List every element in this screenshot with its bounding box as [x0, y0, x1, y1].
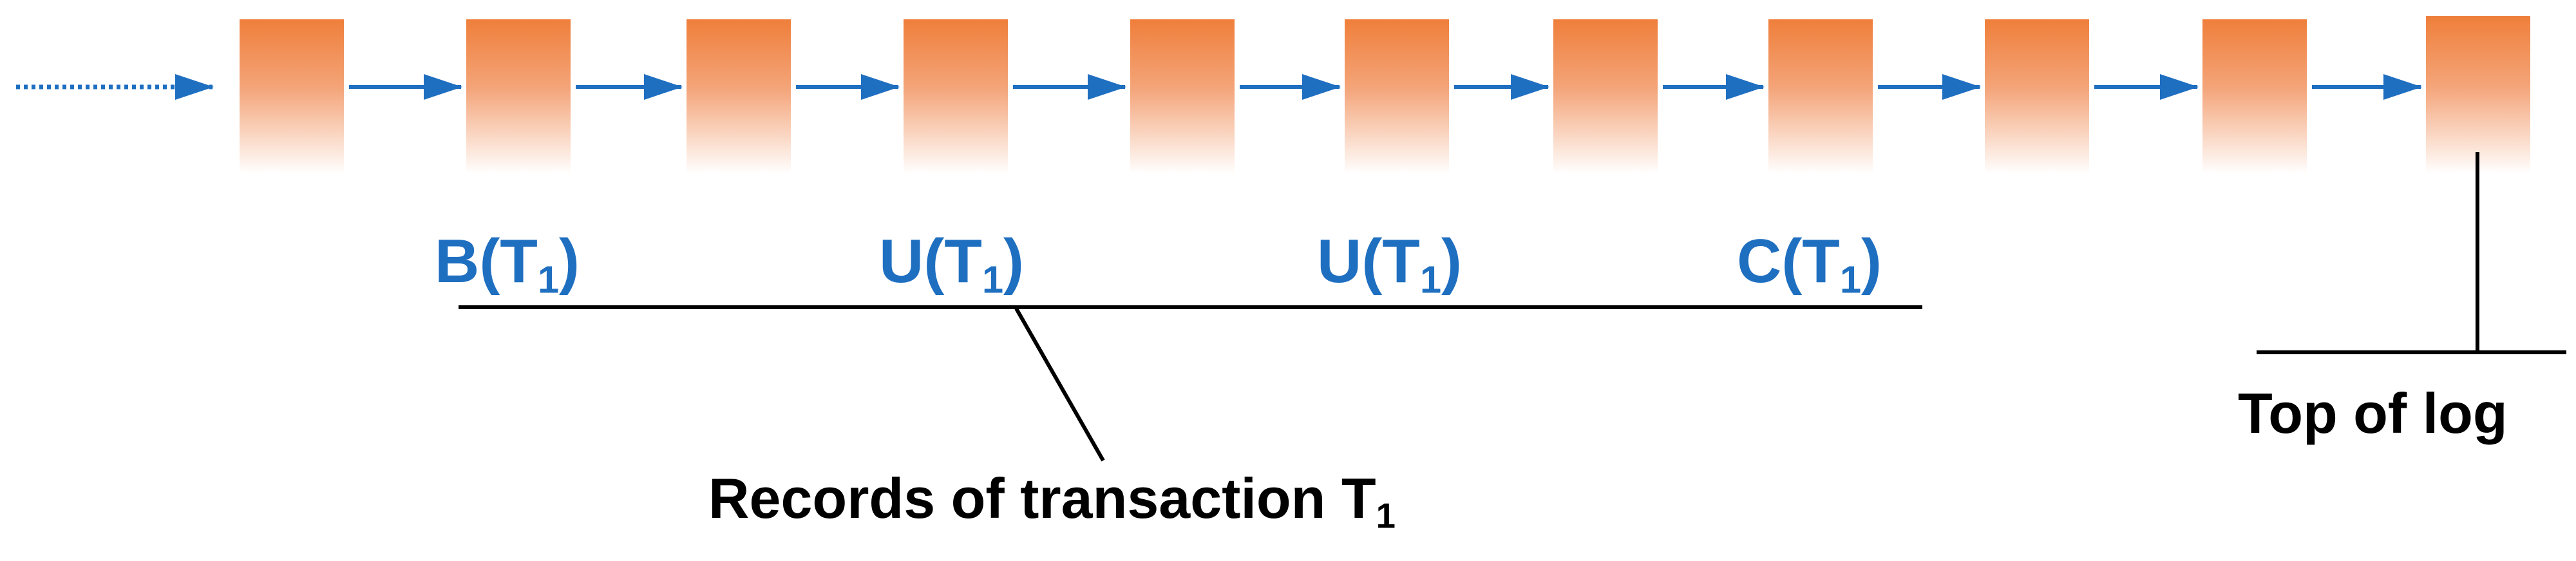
log-block: [687, 19, 791, 174]
record-update-t1: U(T1): [879, 227, 1025, 301]
records-of-transaction-label: Records of transaction T1: [708, 466, 1396, 536]
log-block-top: [2426, 16, 2530, 174]
log-block: [1345, 19, 1449, 174]
record-update-t1: U(T1): [1317, 227, 1463, 301]
log-block: [1130, 19, 1235, 174]
log-block: [1553, 19, 1658, 174]
log-blocks: [240, 16, 2530, 174]
records-callout-line: [1014, 307, 1105, 462]
log-block: [2202, 19, 2307, 174]
log-block: [1985, 19, 2089, 174]
record-begin-t1: B(T1): [435, 227, 580, 301]
log-block: [1768, 19, 1873, 174]
log-block: [240, 19, 344, 174]
log-block: [904, 19, 1008, 174]
log-block: [466, 19, 571, 174]
record-commit-t1: C(T1): [1737, 227, 1882, 301]
top-of-log-label: Top of log: [2238, 381, 2508, 445]
